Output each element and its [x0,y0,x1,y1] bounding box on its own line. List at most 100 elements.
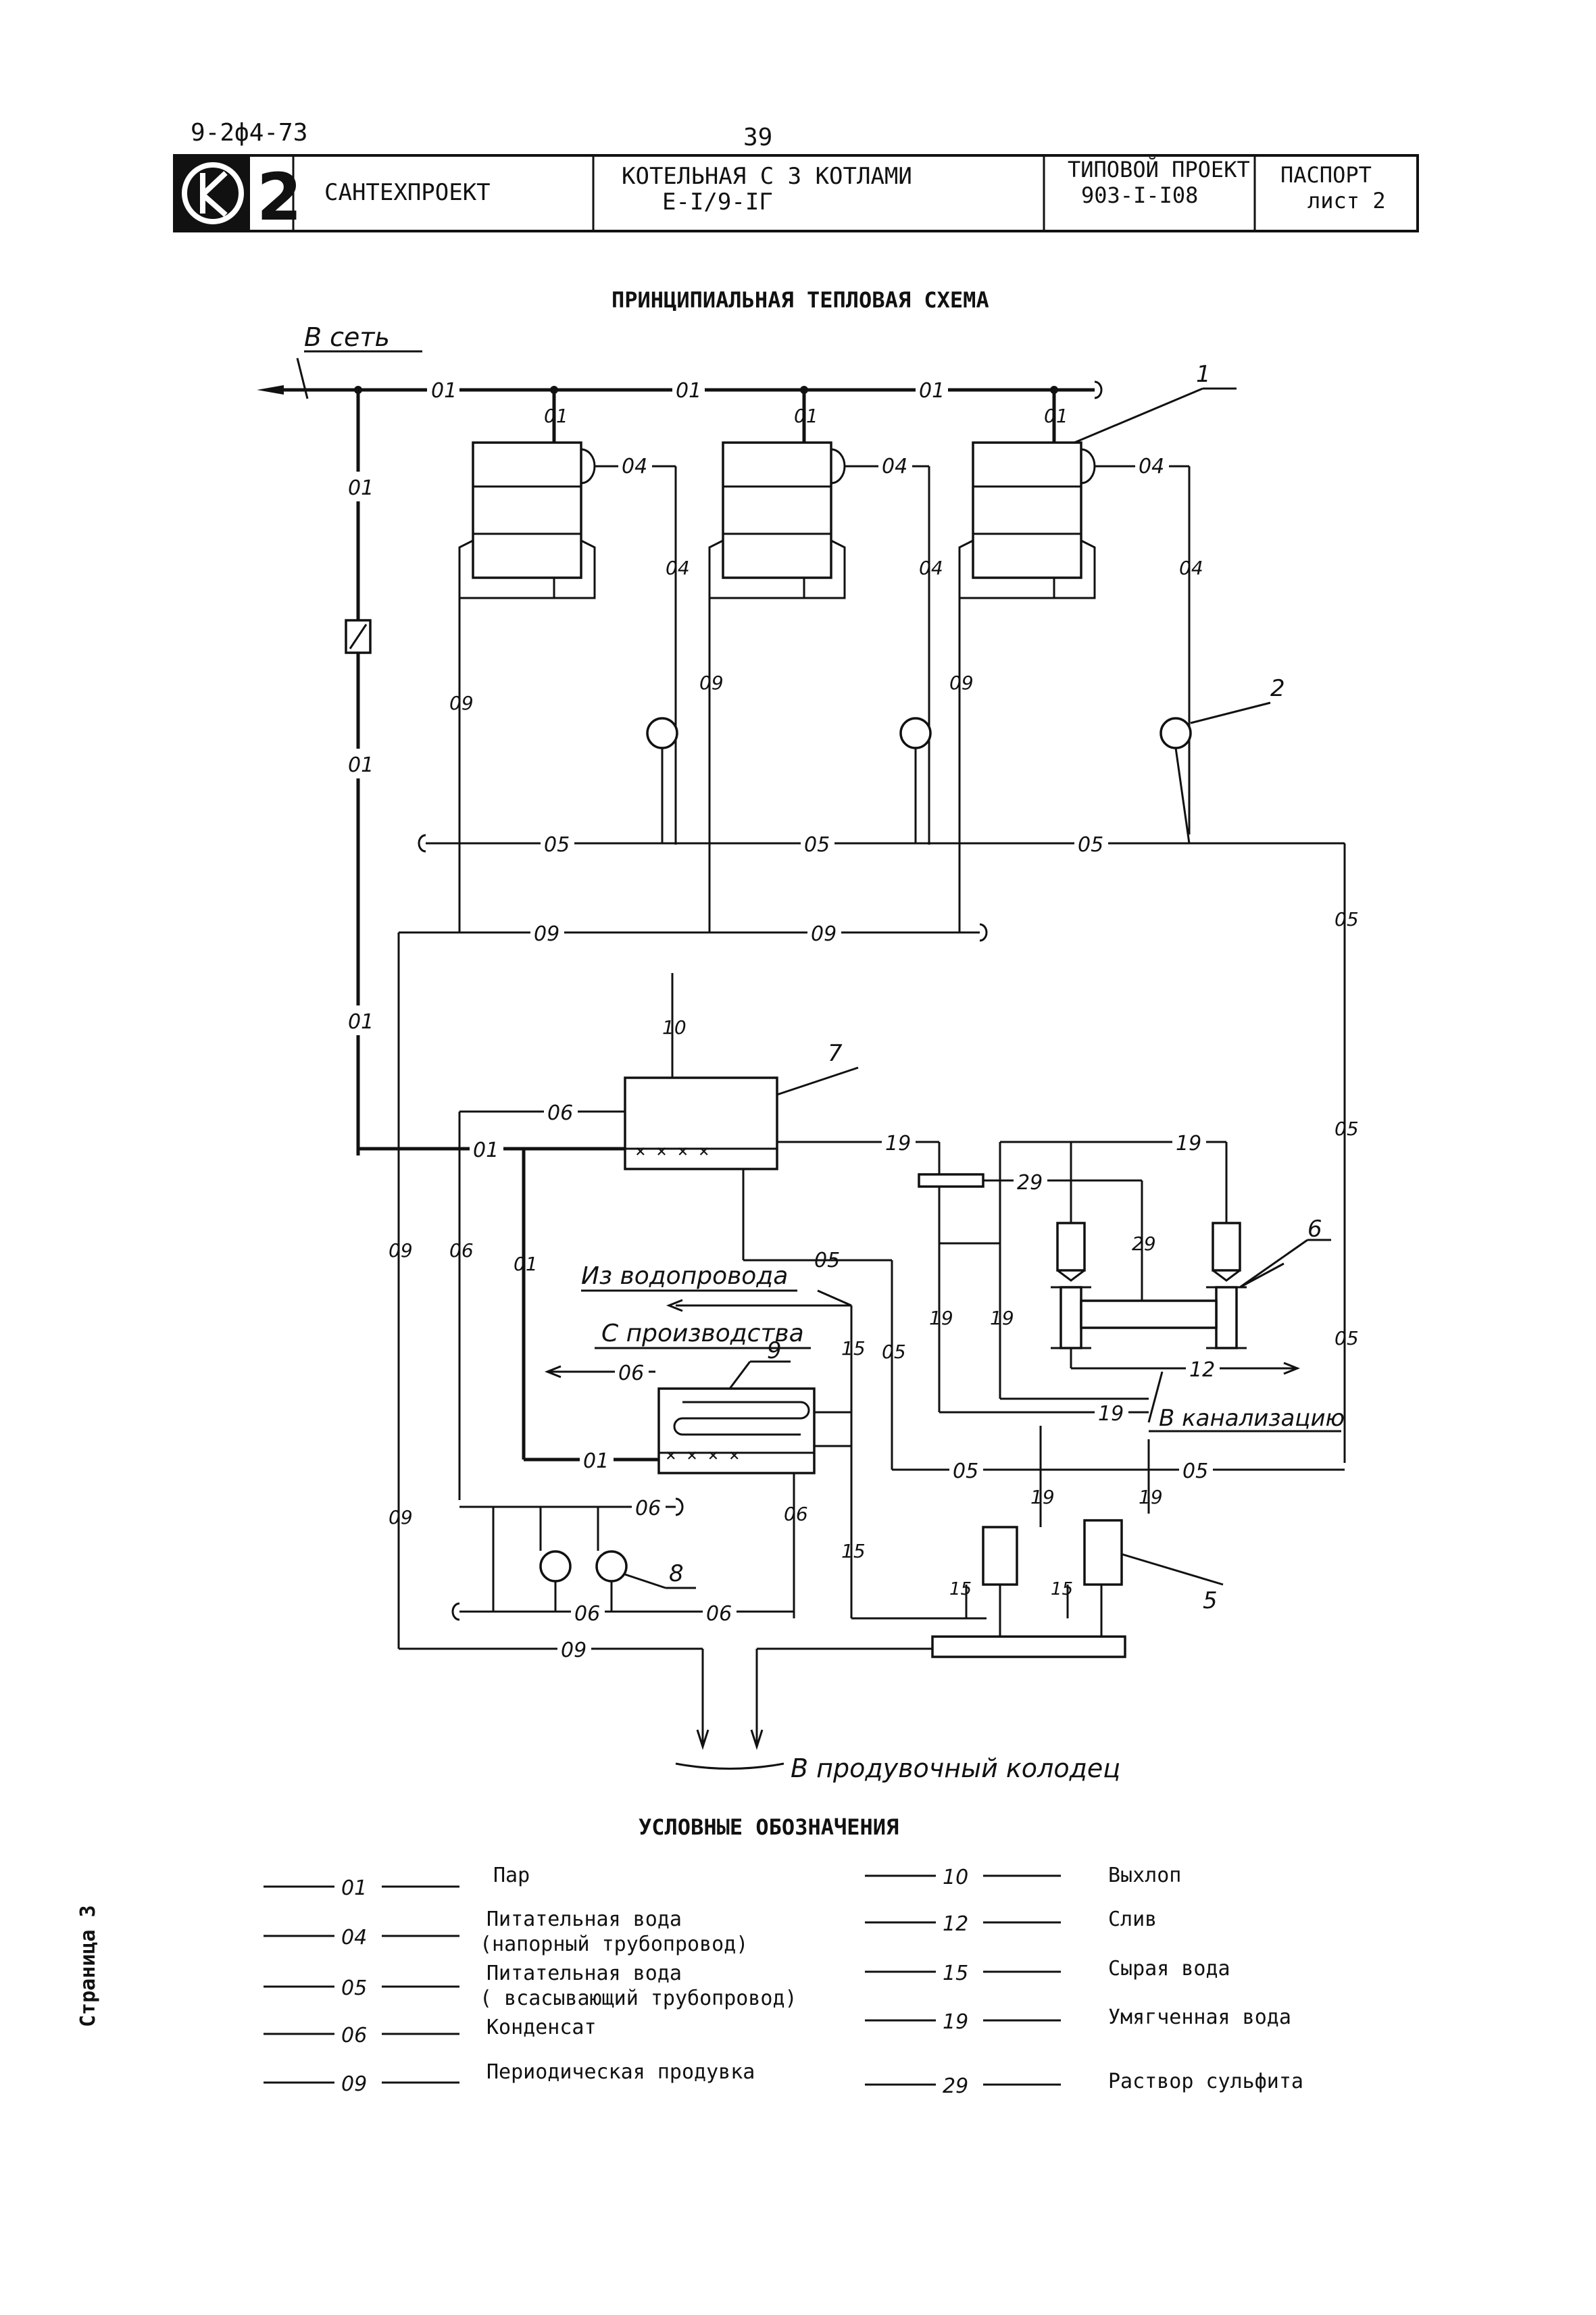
svg-text:( всасывающий трубопровод): ( всасывающий трубопровод) [480,1987,797,2010]
boiler-1 [458,390,677,932]
svg-text:05: 05 [341,1976,367,2000]
organization-name: САНТЕХПРОЕКТ [324,179,491,206]
line-code: 01 [431,379,457,403]
to-sewer-label: В канализацию [1159,1405,1345,1432]
line-code: 09 [699,672,724,694]
line-code: 01 [1044,405,1068,427]
svg-text:09: 09 [341,2072,367,2096]
title-block-frame [173,154,1419,232]
line-code: 04 [1179,557,1203,579]
svg-text:× × × ×: × × × × [666,1445,740,1466]
legend-item: 05 Питательная вода ( всасывающий трубоп… [264,1962,797,2010]
title-line2: Е-I/9-IГ [662,189,773,216]
svg-text:15: 15 [943,1962,968,1985]
line-code: 09 [449,692,474,714]
line-code: 01 [348,1010,374,1034]
line-code: 19 [929,1307,953,1329]
svg-text:01: 01 [341,1876,367,1900]
line-code: 04 [882,455,907,478]
line-code: 01 [514,1253,538,1275]
legend-title: УСЛОВНЫЕ ОБОЗНАЧЕНИЯ [639,1814,899,1840]
equipment-number: 8 [669,1560,684,1587]
line-code: 15 [1051,1579,1073,1599]
line-code: 01 [473,1139,499,1162]
legend-item: 06 Конденсат [264,2016,597,2047]
line-code: 01 [583,1449,609,1473]
svg-text:Умягченная вода: Умягченная вода [1108,2006,1291,2029]
line-code: 01 [348,753,374,777]
from-water-supply-label: Из водопровода [581,1262,788,1290]
line-code: 15 [949,1579,972,1599]
svg-text:06: 06 [341,2024,367,2047]
line-code: 05 [544,833,570,857]
doc-number: 9-2ф4-73 [191,119,307,147]
line-code: 04 [1139,455,1164,478]
line-code: 10 [662,1016,687,1039]
svg-text:Выхлоп: Выхлоп [1108,1864,1181,1887]
sulfite-tank [918,1173,984,1188]
equipment-number: 1 [1196,361,1211,388]
line-code: 05 [1078,833,1103,857]
boiler-3 [958,390,1191,932]
title-line1: КОТЕЛЬНАЯ С 3 КОТЛАМИ [622,163,912,190]
line-code: 06 [449,1239,474,1262]
legend: 01 Пар 04 Питательная вода (напорный тру… [264,1864,1303,2098]
line-code: 06 [547,1101,573,1125]
line-code: 09 [561,1639,587,1662]
svg-text:Периодическая продувка: Периодическая продувка [487,2060,755,2084]
line-code: 19 [990,1307,1014,1329]
project-line1: ТИПОВОЙ ПРОЕКТ [1068,157,1250,182]
line-code: 01 [348,476,374,500]
line-code: 06 [574,1602,600,1626]
svg-text:(напорный трубопровод): (напорный трубопровод) [480,1933,748,1956]
svg-text:Конденсат: Конденсат [487,2016,597,2039]
salt-dissolver-5b [1083,1519,1123,1586]
svg-text:Раствор сульфита: Раствор сульфита [1108,2070,1303,2093]
legend-item: 09 Периодическая продувка [264,2060,755,2096]
legend-item: 04 Питательная вода (напорный трубопрово… [264,1908,748,1956]
svg-text:04: 04 [341,1926,367,1949]
line-code: 09 [389,1239,413,1262]
line-code: 09 [534,922,559,946]
line-code: 19 [1098,1402,1124,1426]
svg-text:× × × ×: × × × × [635,1141,709,1162]
legend-item: 19 Умягченная вода [865,2006,1291,2034]
salt-dissolver-5a [982,1526,1018,1586]
line-code: 05 [953,1460,978,1483]
softener-6b [1206,1222,1247,1349]
line-code: 15 [841,1540,866,1562]
svg-text:10: 10 [943,1866,968,1889]
line-code: 12 [1189,1358,1215,1382]
svg-text:Сырая вода: Сырая вода [1108,1957,1230,1981]
diagram-title: ПРИНЦИПИАЛЬНАЯ ТЕПЛОВАЯ СХЕМА [612,287,989,313]
equipment-number: 9 [767,1337,782,1364]
schematic: В сеть 01 01 01 01 01 01 [257,322,1359,1783]
line-code: 09 [949,672,974,694]
line-code: 19 [885,1132,911,1155]
page-number: 39 [743,124,772,151]
equipment-number: 7 [828,1040,843,1067]
svg-text:29: 29 [943,2074,968,2098]
legend-item: 12 Слив [865,1908,1157,1936]
to-purge-well-label: В продувочный колодец [791,1753,1120,1783]
line-code: 05 [814,1249,840,1272]
svg-text:Питательная вода: Питательная вода [487,1962,682,1985]
line-code: 09 [389,1506,413,1528]
equipment-number: 2 [1270,675,1285,702]
line-code: 05 [1335,1327,1359,1349]
line-code: 06 [706,1602,732,1626]
line-code: 04 [666,557,690,579]
line-code: 05 [1335,1118,1359,1140]
line-code: 01 [794,405,818,427]
condensate-pump-icon [539,1550,572,1583]
softener-6a [1051,1142,1091,1349]
logo-icon [176,157,250,230]
svg-text:Питательная вода: Питательная вода [487,1908,682,1931]
legend-item: 10 Выхлоп [865,1864,1181,1889]
line-code: 05 [1335,908,1359,930]
from-production-label: С производства [601,1320,804,1347]
line-code: 19 [1176,1132,1201,1155]
legend-item: 15 Сырая вода [865,1957,1230,1985]
passport-line2: лист 2 [1307,188,1386,214]
line-code: 19 [1030,1486,1055,1508]
